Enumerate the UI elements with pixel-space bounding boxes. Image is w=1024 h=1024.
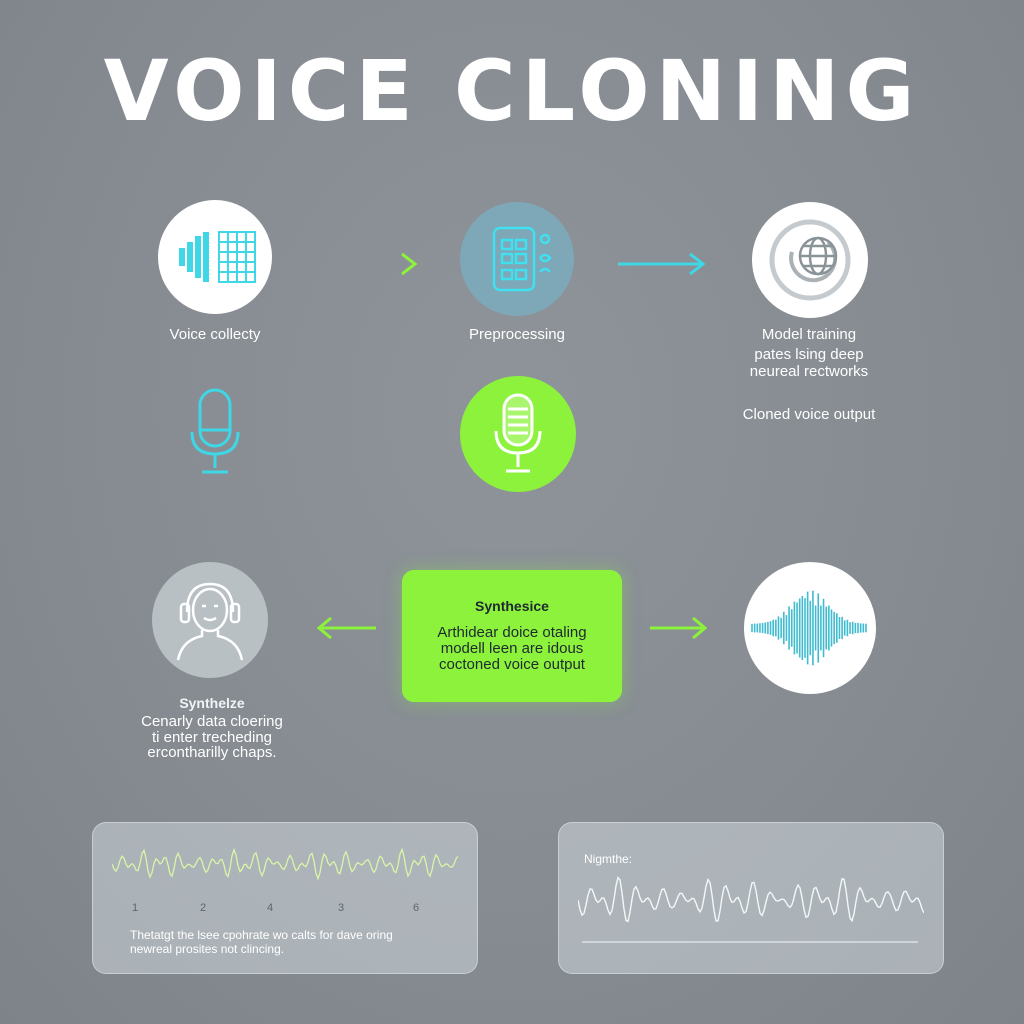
processing-chip-icon — [492, 226, 552, 292]
waveform-right-chart — [578, 876, 924, 943]
waveform-line — [578, 876, 924, 923]
tick-label: 1 — [132, 902, 139, 914]
tick-label: 4 — [267, 902, 274, 914]
model-training-desc-1: pates lsing deep — [754, 346, 864, 363]
microphone-icon — [494, 393, 542, 473]
user-node — [152, 562, 268, 678]
tick-label: 3 — [338, 902, 345, 914]
synthesize-title: Synthelze — [179, 695, 245, 711]
arrow-right-icon — [618, 252, 706, 276]
tick-label: 2 — [200, 902, 207, 914]
panel-right-label: Nigmthe: — [584, 852, 633, 866]
arrow-left-icon — [316, 616, 376, 640]
synthesize-box-line-3: coctoned voice output — [439, 656, 585, 673]
headset-user-icon — [176, 582, 244, 661]
waveform-left-chart — [112, 847, 458, 881]
voice-collection-label: Voice collecty — [169, 326, 261, 343]
preprocessing-label: Preprocessing — [469, 326, 565, 343]
synthesize-box-title: Synthesice — [475, 598, 549, 614]
globe-gear-icon — [769, 219, 851, 301]
voice-collection-node — [158, 200, 272, 314]
tick-label: 6 — [413, 902, 420, 914]
arrow-right-icon — [320, 252, 418, 276]
model-training-desc-2: neureal rectworks — [749, 363, 869, 380]
synthesize-box — [402, 570, 622, 702]
waveform-icon — [751, 590, 867, 666]
waveform-panel-left — [92, 822, 478, 974]
cloned-voice-output-label: Cloned voice output — [742, 406, 876, 423]
speaker-grid-icon — [179, 231, 256, 283]
preprocessing-node — [460, 202, 574, 316]
synthesize-desc-1: Cenarly data cloering — [141, 713, 283, 730]
synthesize-desc-2: ti enter trecheding — [151, 729, 273, 746]
synthesize-box-line-1: Arthidear doice otaling — [437, 624, 587, 641]
page-title: VOICE CLONING — [103, 42, 921, 140]
tick-row: 1 2 4 3 6 — [132, 902, 432, 918]
waveform-line — [112, 847, 458, 881]
model-training-node — [752, 202, 868, 318]
microphone-node — [460, 376, 576, 492]
model-training-label: Model training — [761, 326, 857, 343]
panel-left-caption-2: newreal prosites not clincing. — [130, 942, 285, 956]
waveform-node — [744, 562, 876, 694]
panel-left-caption-1: Thetatgt the lsee cpohrate wo calts for … — [130, 928, 393, 942]
microphone-outline-icon — [190, 388, 240, 474]
arrow-right-icon — [650, 616, 708, 640]
synthesize-box-line-2: modell leen are idous — [440, 640, 584, 657]
synthesize-desc-3: ercontharilly chaps. — [147, 744, 277, 761]
